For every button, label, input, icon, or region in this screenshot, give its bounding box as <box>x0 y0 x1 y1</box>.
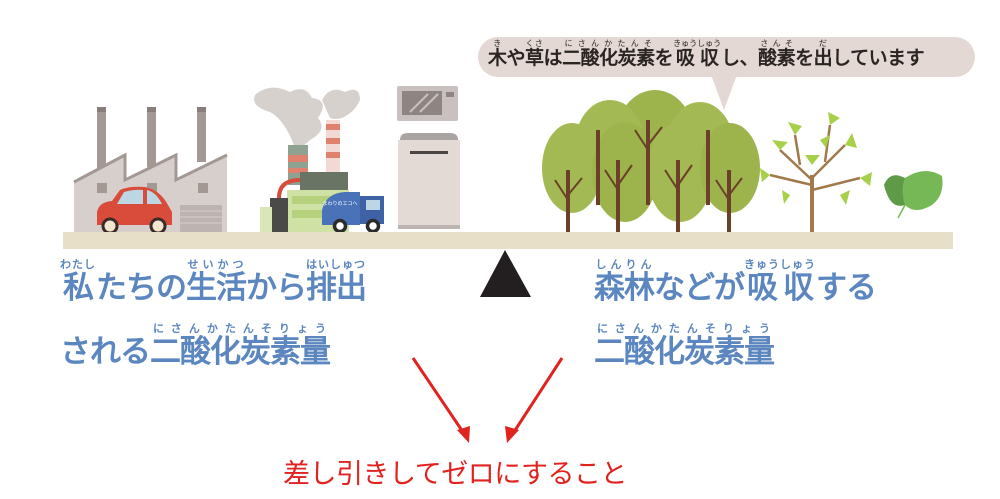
furigana <box>507 38 526 47</box>
ruby-segment: 私わたし <box>60 258 97 306</box>
ruby-segment: から <box>246 257 307 307</box>
furigana <box>544 38 563 47</box>
ruby-segment: や <box>507 38 526 70</box>
ruby-segment: 酸素さんそ <box>758 39 796 69</box>
furigana: わたし <box>60 258 96 271</box>
fulcrum-triangle <box>480 250 531 297</box>
ruby-segment: 生活せいかつ <box>186 258 247 306</box>
young-tree-icon <box>760 112 872 232</box>
absorption-caption-line1: 森林しんりんなどが 吸収きゅうしゅうする <box>594 257 877 307</box>
ruby-segment: は <box>544 38 563 70</box>
ruby-segment: する <box>816 257 877 307</box>
ruby-segment: 二酸化炭素量にさんかたんそりょう <box>150 322 331 370</box>
emission-caption-line1: 私わたしたちの 生活せいかつから 排出はいしゅつ <box>60 257 367 307</box>
speech-bubble <box>478 37 975 77</box>
furigana: さんそ <box>758 39 796 48</box>
ruby-segment: し、 <box>721 38 759 70</box>
furigana: にさんかたんそりょう <box>150 322 330 335</box>
furigana: だ <box>813 39 833 48</box>
furigana: にさんかたんそりょう <box>594 322 774 335</box>
furigana <box>655 38 674 47</box>
ruby-segment: される <box>60 321 151 371</box>
furigana: きゅうしゅう <box>744 258 816 271</box>
ruby-segment: を <box>795 38 814 70</box>
furigana: せいかつ <box>186 258 246 271</box>
furigana <box>60 321 150 334</box>
emission-caption-line2: される 二酸化炭素量にさんかたんそりょう <box>60 321 331 371</box>
car-icon <box>97 186 172 235</box>
ruby-segment: 排出はいしゅつ <box>306 258 367 306</box>
ruby-segment: たちの <box>96 257 187 307</box>
forest-icon <box>542 90 760 232</box>
washing-machine-icon <box>398 133 460 229</box>
bubble-text: 木きや 草くさは 二酸化炭素にさんかたんそを 吸収きゅうしゅうし、 酸素さんそを… <box>488 38 925 70</box>
result-text: 差し引きしてゼロにすること <box>283 459 627 490</box>
bubble-tail <box>710 72 738 110</box>
arrows <box>411 357 564 443</box>
microwave-icon <box>397 86 458 121</box>
left-arrow <box>411 357 467 436</box>
ruby-segment: 木き <box>488 39 507 69</box>
ruby-segment: 出だ <box>813 39 833 69</box>
furigana <box>246 257 306 270</box>
ruby-segment: 草くさ <box>525 39 544 69</box>
ruby-segment: 吸収きゅうしゅう <box>673 39 722 69</box>
ruby-segment: 吸収きゅうしゅう <box>744 258 817 306</box>
right-arrow <box>510 357 564 436</box>
ruby-segment: を <box>655 38 674 70</box>
furigana <box>654 257 744 270</box>
ruby-segment: しています <box>832 38 924 70</box>
garbage-truck-icon: まわりのエコへ <box>322 192 384 234</box>
furigana: しんりん <box>594 258 654 271</box>
leaves-icon <box>884 170 943 219</box>
furigana <box>832 38 924 47</box>
furigana: にさんかたんそ <box>562 39 655 48</box>
furigana: き <box>488 39 507 48</box>
ruby-segment: などが <box>654 257 745 307</box>
furigana <box>816 257 876 270</box>
furigana <box>96 257 186 270</box>
absorption-caption-line2: 二酸化炭素量にさんかたんそりょう <box>594 322 775 371</box>
ruby-segment: 二酸化炭素量にさんかたんそりょう <box>594 322 775 370</box>
ruby-segment: 二酸化炭素にさんかたんそ <box>562 39 655 69</box>
balance-plank <box>63 232 953 249</box>
furigana <box>795 38 814 47</box>
furigana: はいしゅつ <box>306 258 366 271</box>
truck-label: まわりのエコへ <box>322 200 357 207</box>
furigana: きゅうしゅう <box>673 39 722 48</box>
furigana: くさ <box>525 39 544 48</box>
furigana <box>721 38 758 47</box>
ruby-segment: 森林しんりん <box>594 258 655 306</box>
